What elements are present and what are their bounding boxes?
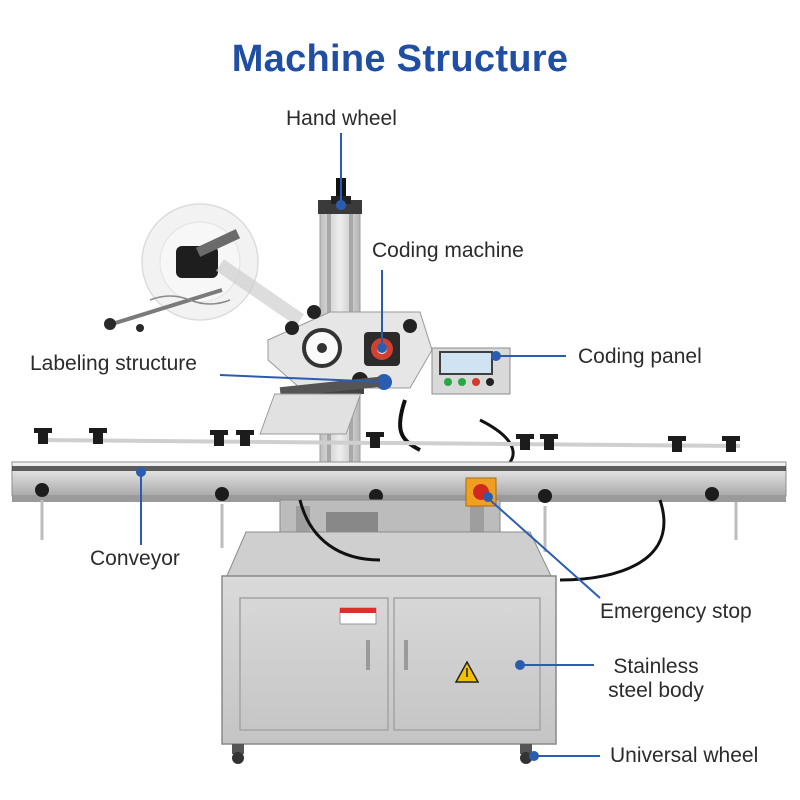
label-labeling-structure: Labeling structure <box>30 352 197 375</box>
label-coding-panel: Coding panel <box>578 345 702 368</box>
labeling-head <box>267 305 433 398</box>
leader-dot-hand-wheel <box>336 200 346 210</box>
leader-dot-labeling <box>379 377 389 387</box>
label-conveyor: Conveyor <box>90 547 180 570</box>
label-emergency-stop: Emergency stop <box>600 600 752 623</box>
rail-knobs <box>34 428 740 552</box>
stainless-body-shape <box>221 499 557 764</box>
leader-dot-coding-panel <box>491 351 501 361</box>
conveyor-bed <box>11 461 787 502</box>
leader-lines <box>136 133 601 761</box>
leader-dot-stainless <box>515 660 525 670</box>
leader-dot-emergency-stop <box>483 492 493 502</box>
label-stainless-line1: Stainless <box>613 655 699 678</box>
leader-emergency-stop <box>489 499 601 599</box>
leader-labeling <box>219 374 385 383</box>
label-universal-wheel: Universal wheel <box>610 744 759 767</box>
label-stainless-line2: steel body <box>608 679 704 702</box>
label-coding-machine: Coding machine <box>372 239 524 262</box>
label-roll <box>104 203 304 332</box>
diagram-title: Machine Structure <box>231 38 569 80</box>
leader-dot-conveyor <box>136 467 146 477</box>
leader-dot-coding-machine <box>377 343 387 353</box>
cables <box>298 499 666 582</box>
label-hand-wheel: Hand wheel <box>286 107 397 130</box>
leader-dot-universal-wheel <box>529 751 539 761</box>
